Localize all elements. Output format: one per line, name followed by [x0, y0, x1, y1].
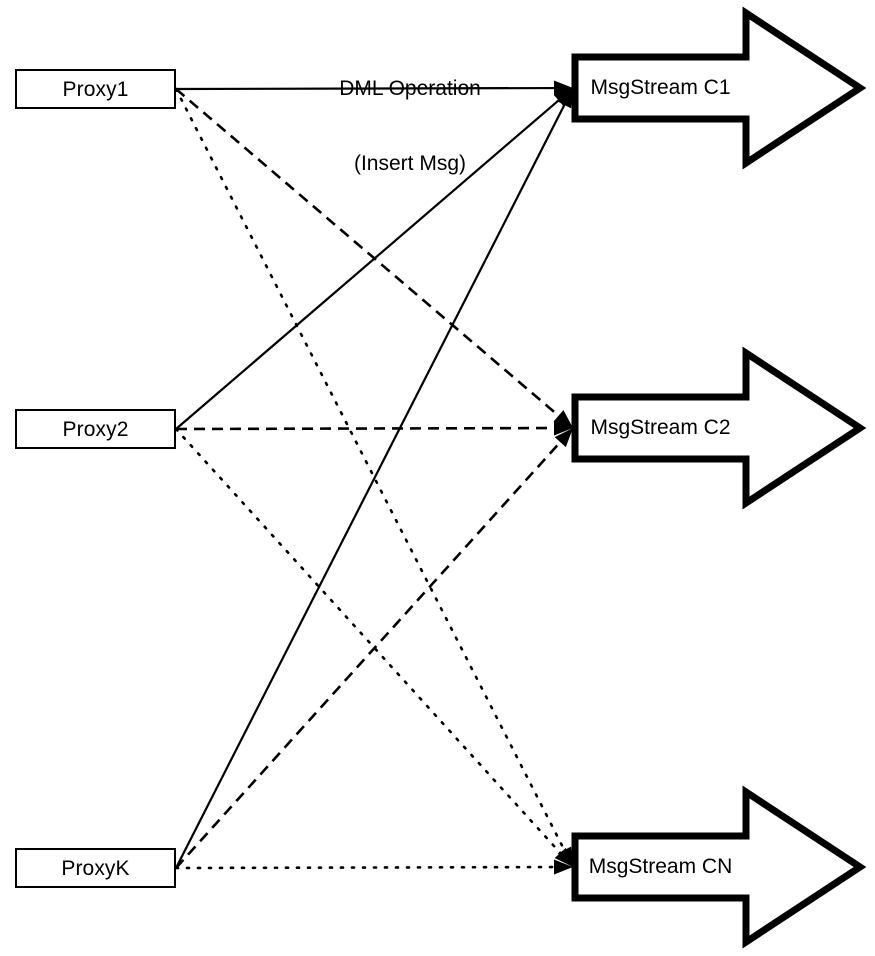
- arrowhead-proxy2-c2: [553, 420, 573, 436]
- edge-proxyk-cn: [174, 865, 559, 870]
- dml-operation-line2: (Insert Msg): [353, 152, 466, 175]
- edge-proxy1-c2: [175, 88, 562, 419]
- stream-label-cn: MsgStream CN: [575, 836, 746, 898]
- edge-proxyk-c2: [175, 439, 564, 869]
- source-node-label: Proxy2: [62, 417, 129, 441]
- arrowhead-proxy1-c1: [553, 80, 573, 96]
- arrowhead-proxy1-c2: [553, 409, 573, 428]
- edge-proxy2-c2: [175, 426, 558, 431]
- stream-label-c1: MsgStream C1: [575, 57, 746, 119]
- dml-operation-line1: DML Operation: [339, 77, 481, 100]
- stream-label-c2: MsgStream C2: [575, 397, 746, 459]
- edge-proxy2-cn: [174, 427, 564, 857]
- edge-proxy1-c1: [175, 86, 558, 91]
- edge-proxy1-cn: [174, 87, 568, 855]
- arrowhead-proxyk-c2: [554, 428, 573, 448]
- stream-label-text: MsgStream CN: [588, 855, 733, 878]
- source-node-label: ProxyK: [61, 856, 130, 880]
- edge-proxyk-c1: [175, 101, 567, 869]
- arrowhead-proxyk-cn: [553, 859, 573, 875]
- source-node-proxyk[interactable]: ProxyK: [15, 848, 176, 888]
- source-node-proxy2[interactable]: Proxy2: [15, 409, 176, 449]
- stream-label-text: MsgStream C2: [590, 416, 731, 439]
- edge-proxy2-c1: [175, 97, 562, 430]
- source-node-proxy1[interactable]: Proxy1: [15, 69, 176, 109]
- stream-label-text: MsgStream C1: [590, 76, 731, 99]
- dml-operation-label: DML Operation (Insert Msg): [260, 26, 560, 226]
- arrowhead-proxy2-cn: [554, 847, 573, 867]
- source-node-label: Proxy1: [62, 77, 129, 101]
- arrowhead-proxyk-c1: [557, 88, 573, 109]
